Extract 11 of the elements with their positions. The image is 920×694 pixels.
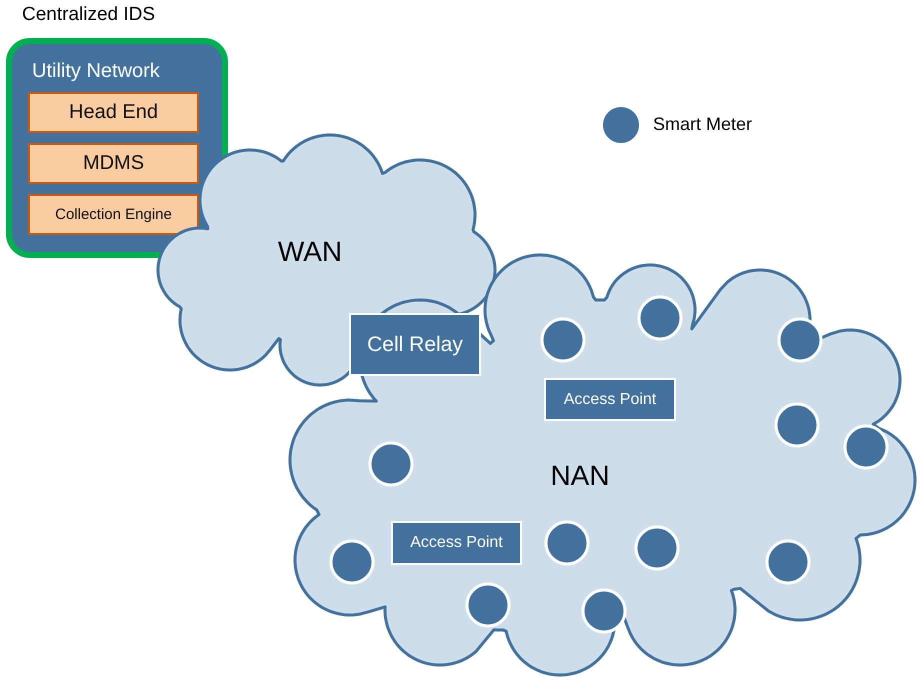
component-box: Collection Engine [28, 194, 199, 235]
legend-label: Smart Meter [653, 114, 752, 135]
panel-title: Utility Network [32, 60, 160, 83]
cloud-label: WAN [278, 236, 342, 268]
access-point-box: Access Point [391, 521, 522, 565]
access-point-box: Access Point [544, 378, 676, 421]
cloud-label: NAN [550, 460, 610, 492]
relay-box: Cell Relay [349, 313, 481, 376]
heading: Centralized IDS [22, 4, 156, 26]
component-box: MDMS [28, 143, 199, 184]
component-box: Head End [28, 92, 199, 133]
